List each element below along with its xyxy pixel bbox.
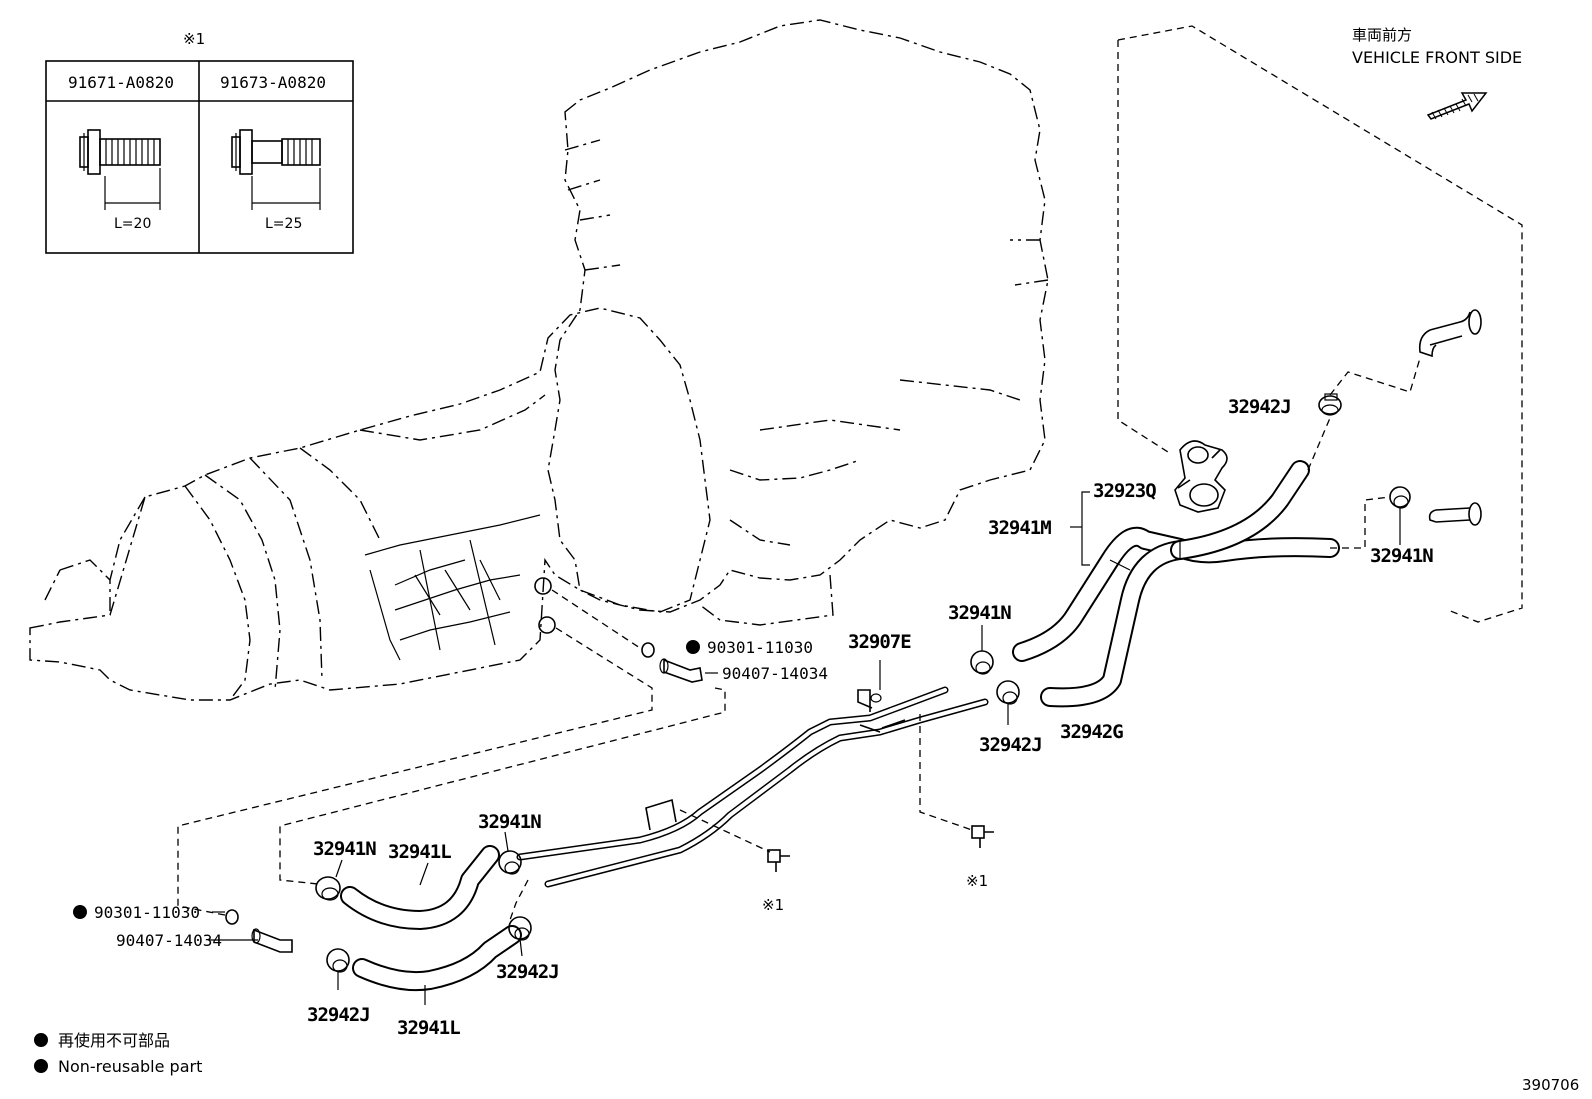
label-90301-upper: 90301-11030 — [707, 638, 813, 657]
label-90301-lower: 90301-11030 — [94, 903, 200, 922]
panel-fitting-upper — [1418, 309, 1482, 358]
label-32942J-lower-mid: 32942J — [496, 961, 559, 983]
body-panel-outline — [1117, 25, 1523, 623]
bolt-part-number-1: 91671-A0820 — [68, 73, 174, 92]
label-90407-lower: 90407-14034 — [116, 931, 222, 950]
note-mark-a: ※1 — [762, 896, 784, 914]
front-arrow-icon — [1426, 92, 1488, 120]
bolt-part-number-2: 91673-A0820 — [220, 73, 326, 92]
label-32941N-right: 32941N — [1370, 545, 1433, 567]
hose-32941L-upper — [340, 845, 500, 930]
vehicle-front-label-en: VEHICLE FRONT SIDE — [1352, 48, 1522, 67]
bolt-table-note-mark: ※1 — [183, 30, 205, 48]
note-mark-b: ※1 — [966, 872, 988, 890]
transmission-outline — [29, 307, 711, 701]
clamp-32942J-top — [1318, 393, 1342, 416]
bolt-icon-lower-mid — [767, 849, 790, 872]
engine-outline — [547, 19, 1049, 626]
clamp-32941N-lower — [498, 850, 522, 875]
bolt-icon-2: L=25 — [231, 129, 321, 232]
label-32942J-mid: 32942J — [979, 734, 1042, 756]
clamp-32941N-mid — [970, 650, 994, 675]
legend-bullet-en — [34, 1059, 48, 1073]
bolt-icon-lower-right — [971, 825, 994, 848]
hose-assembly-32941M — [1012, 460, 1340, 708]
legend: 再使用不可部品 Non-reusable part — [34, 1031, 202, 1076]
bolt-icon-1: L=20 — [79, 129, 161, 232]
oil-cooler-pipes-32907E — [516, 686, 989, 888]
non-reusable-marker-lower — [73, 905, 87, 919]
label-32923Q: 32923Q — [1093, 480, 1156, 502]
clamp-32942J-lower-left — [326, 948, 350, 973]
panel-fitting-lower — [1428, 502, 1482, 526]
label-32942J-top: 32942J — [1228, 396, 1291, 418]
vehicle-front-indicator: 車両前方 VEHICLE FRONT SIDE — [1352, 26, 1522, 120]
union-fitting-lower — [225, 909, 293, 953]
bolt-table: ※1 91671-A0820 91673-A0820 L=20 — [45, 30, 354, 254]
legend-text-jp: 再使用不可部品 — [58, 1031, 170, 1050]
label-32941N-lower: 32941N — [478, 811, 541, 833]
figure-id: 390706 — [1522, 1076, 1579, 1094]
bracket-32923Q — [1174, 440, 1228, 513]
leader-lines — [177, 357, 1421, 921]
legend-bullet-jp — [34, 1033, 48, 1047]
label-32941L-upper: 32941L — [388, 841, 451, 863]
non-reusable-marker-upper — [686, 640, 700, 654]
bolt-length-1: L=20 — [114, 216, 151, 232]
clamp-32942J-mid — [996, 680, 1020, 705]
label-32941N-left: 32941N — [313, 838, 376, 860]
part-labels: 32942J 32923Q 32941M 32941N 32941N 32907… — [73, 396, 1434, 1039]
vehicle-front-label-jp: 車両前方 — [1352, 26, 1412, 44]
union-fitting-upper — [641, 642, 703, 683]
clamp-32941N-right — [1389, 486, 1411, 509]
label-32941L-lower: 32941L — [397, 1017, 460, 1039]
hose-32941L-lower — [352, 925, 522, 992]
label-32941M: 32941M — [988, 517, 1051, 539]
label-32942J-lower-left: 32942J — [307, 1004, 370, 1026]
label-32907E: 32907E — [848, 631, 911, 653]
bolt-length-2: L=25 — [265, 216, 302, 232]
label-90407-upper: 90407-14034 — [722, 664, 828, 683]
label-32942G: 32942G — [1060, 721, 1123, 743]
clamp-32941N-left — [315, 876, 341, 901]
legend-text-en: Non-reusable part — [58, 1057, 202, 1076]
label-32941N-mid: 32941N — [948, 602, 1011, 624]
